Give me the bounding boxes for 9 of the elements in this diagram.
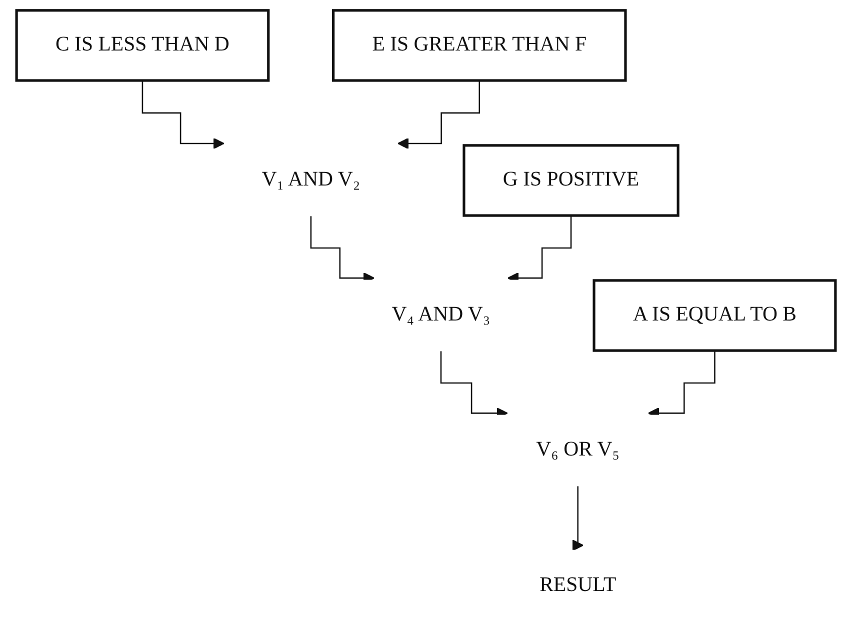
node-box: G IS POSITIVE <box>462 144 680 217</box>
arrow <box>142 80 224 150</box>
arrow <box>572 484 584 552</box>
node-text: V₁ AND V₂ <box>262 168 360 191</box>
arrow <box>398 80 480 150</box>
node-text: RESULT <box>540 574 616 596</box>
node-box: C IS LESS THAN D <box>15 9 270 82</box>
node-box: A IS EQUAL TO B <box>592 279 837 352</box>
node-box: E IS GREATER THAN F <box>332 9 627 82</box>
